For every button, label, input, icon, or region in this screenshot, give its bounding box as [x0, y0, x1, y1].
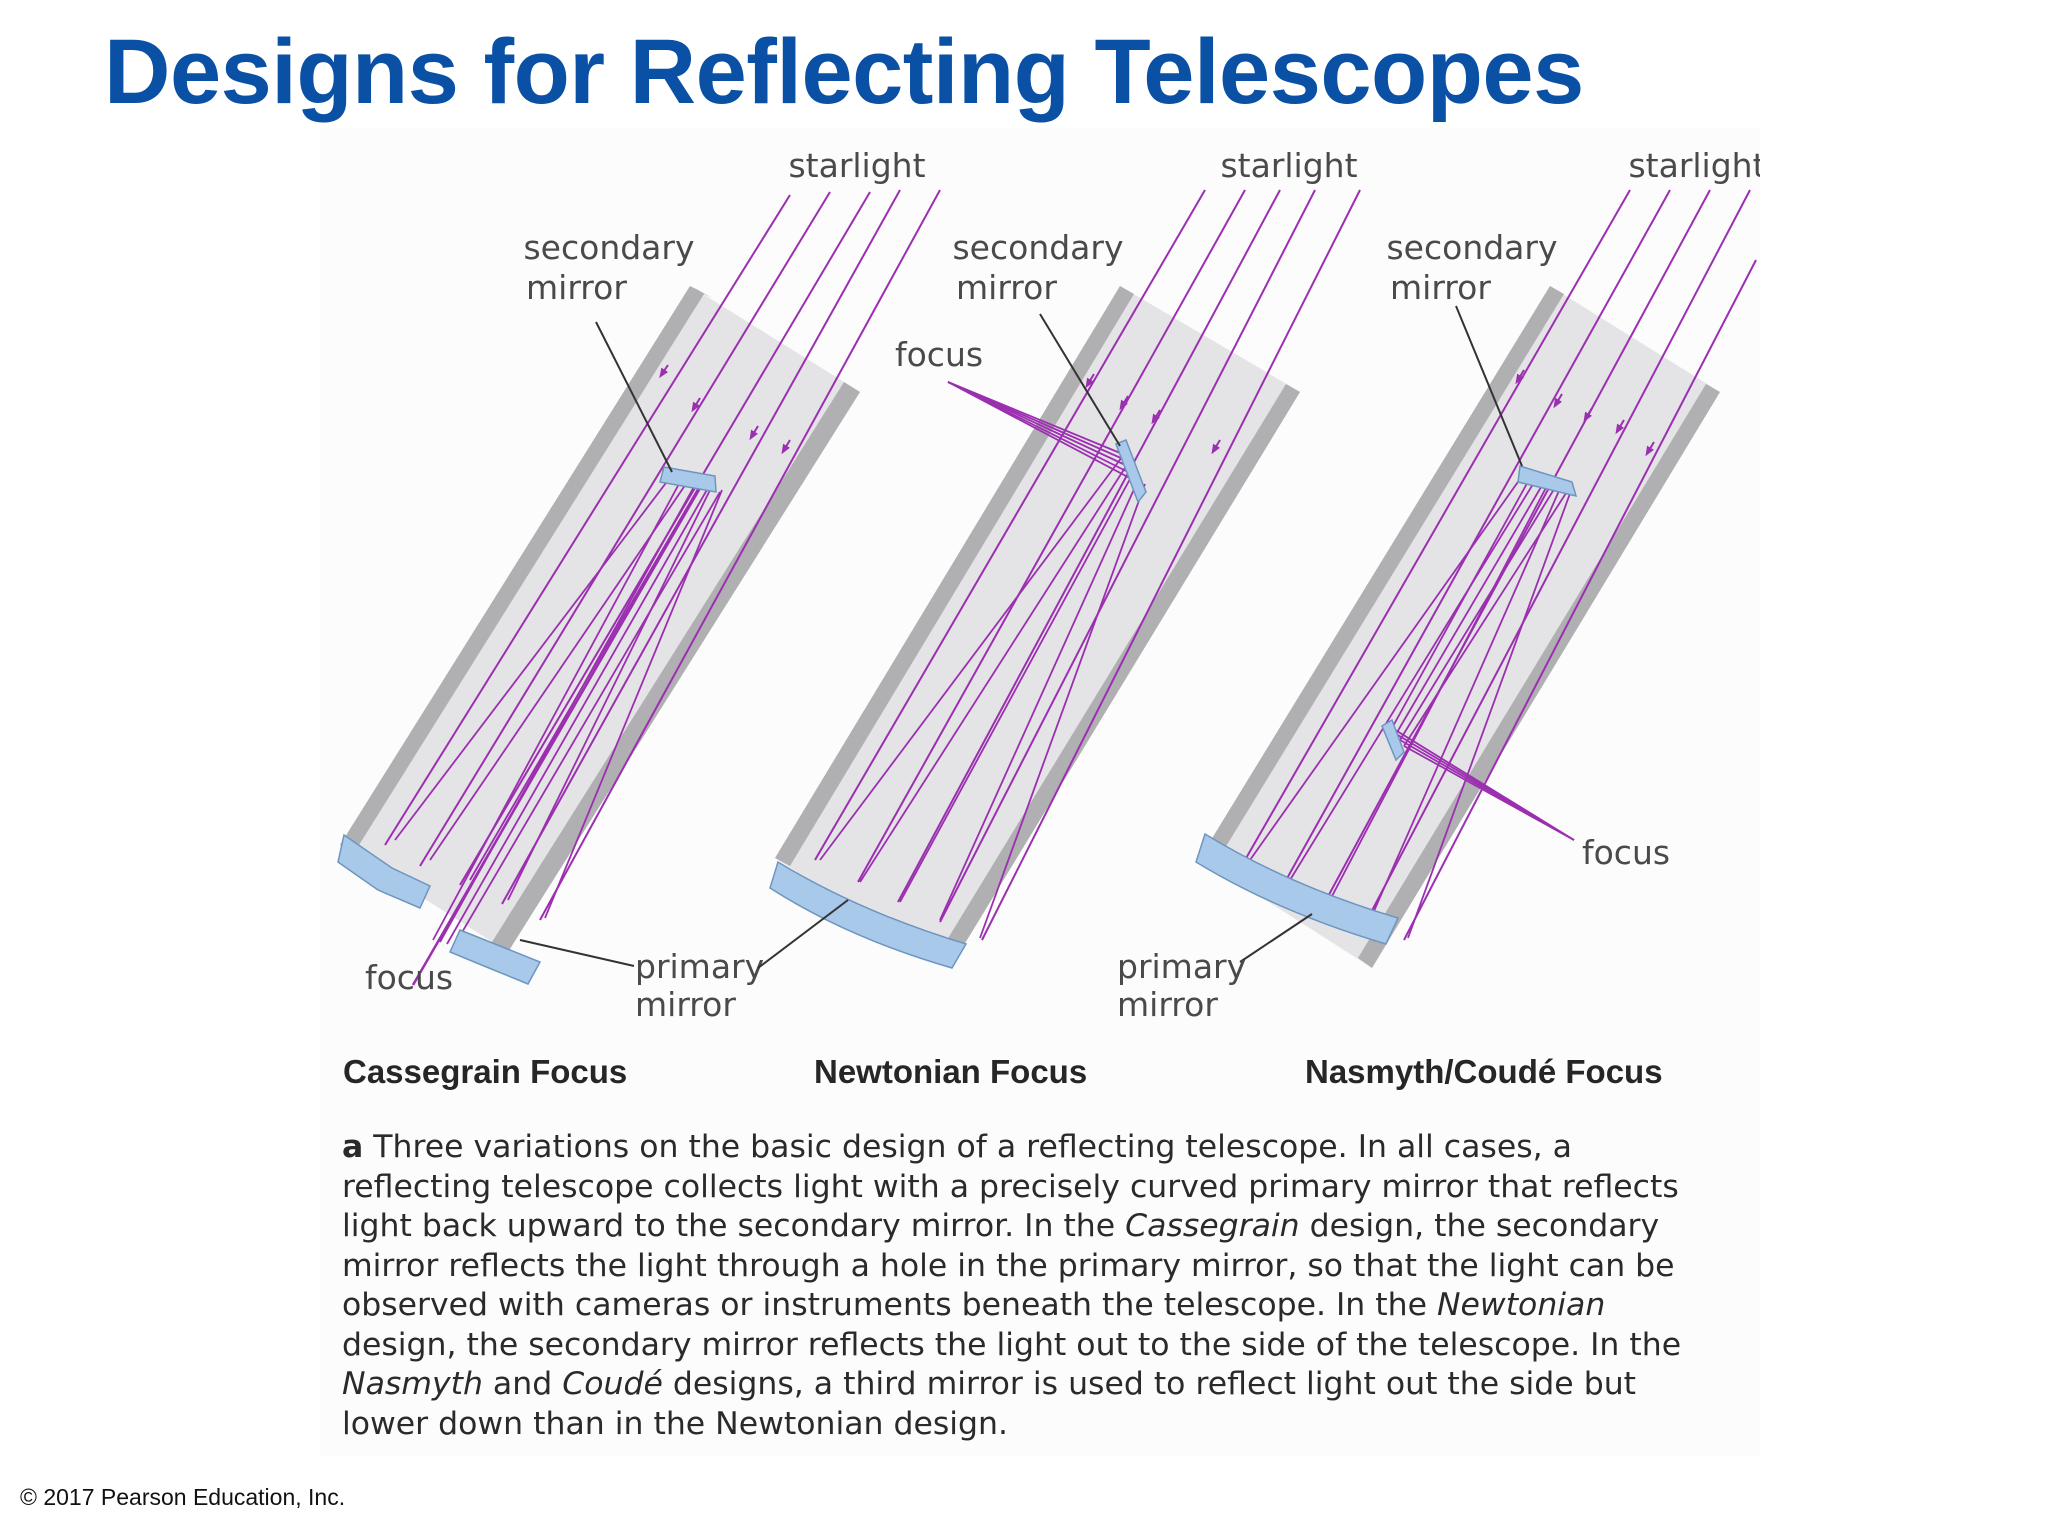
heading-cassegrain: Cassegrain Focus: [343, 1053, 627, 1090]
starlight-arrows-nasmyth-coude: [1515, 369, 1655, 457]
label-focus-nasmyth-coude: focus: [1582, 833, 1670, 872]
caption-term-cassegrain: Cassegrain: [1125, 1208, 1300, 1244]
telescope-diagram: starlight secondary mirror focus primary…: [337, 146, 1760, 1090]
secondary-mirror-newtonian: [1115, 439, 1147, 504]
light-ray: [1284, 189, 1671, 883]
figure-caption: a Three variations on the basic design o…: [342, 1128, 1722, 1444]
label-primary-mirror-nasmyth-coude-line2: mirror: [1117, 985, 1218, 1024]
light-ray: [857, 189, 1246, 883]
label-primary-mirror-cassegrain-line2: mirror: [635, 985, 736, 1024]
label-secondary-mirror-nasmyth-coude-line1: secondary: [1386, 228, 1557, 267]
label-starlight-nasmyth-coude: starlight: [1628, 146, 1760, 185]
light-ray: [981, 189, 1361, 941]
leader-lines-cassegrain: [519, 321, 673, 967]
caption-text: and: [482, 1366, 563, 1402]
leader-lines-newtonian: [757, 313, 1121, 969]
heading-newtonian: Newtonian Focus: [814, 1053, 1087, 1090]
panel-nasmyth-coude: starlight secondary mirror focus primary…: [1117, 146, 1760, 1090]
label-focus-cassegrain: focus: [365, 958, 453, 997]
caption-letter: a: [342, 1129, 364, 1165]
light-ray: [897, 189, 1281, 903]
tertiary-mirror-nasmyth-coude: [1381, 718, 1405, 762]
label-secondary-mirror-cassegrain-line1: secondary: [523, 228, 694, 267]
label-primary-mirror-cassegrain-line1: primary: [635, 947, 764, 986]
caption-term-newtonian: Newtonian: [1436, 1287, 1606, 1323]
leader-lines-nasmyth-coude: [1239, 305, 1523, 963]
light-ray: [1324, 189, 1711, 903]
panel-cassegrain: starlight secondary mirror focus primary…: [337, 146, 941, 1090]
primary-mirror-nasmyth-coude: [1195, 832, 1400, 945]
panel-newtonian: starlight secondary mirror focus Newtoni…: [757, 146, 1361, 1090]
label-secondary-mirror-nasmyth-coude-line2: mirror: [1390, 268, 1491, 307]
secondary-mirror-nasmyth-coude: [1517, 465, 1578, 498]
label-focus-newtonian: focus: [895, 335, 983, 374]
primary-mirror-cassegrain: [337, 833, 542, 985]
caption-text: Three variations on the basic design of …: [342, 1129, 1679, 1244]
caption-text: designs, a third mirror is used to refle…: [342, 1366, 1637, 1442]
caption-term-nasmyth: Nasmyth: [342, 1366, 483, 1402]
label-starlight-newtonian: starlight: [1220, 146, 1357, 185]
slide-title: Designs for Reflecting Telescopes: [104, 21, 1584, 123]
light-ray: [539, 189, 941, 921]
light-ray: [384, 194, 791, 846]
caption-text: design, the secondary mirror reflects th…: [342, 1326, 1682, 1363]
light-ray: [939, 189, 1316, 923]
light-ray: [1403, 259, 1757, 941]
starlight-arrows-newtonian: [1085, 373, 1221, 455]
starlight-rays-cassegrain: [384, 189, 941, 921]
heading-nasmyth-coude: Nasmyth/Coudé Focus: [1305, 1053, 1663, 1090]
label-secondary-mirror-newtonian-line2: mirror: [956, 268, 1057, 307]
caption-text: design, the secondary mirror reflects th…: [342, 1208, 1675, 1323]
starlight-arrows-cassegrain: [659, 364, 791, 455]
primary-mirror-newtonian: [769, 860, 968, 969]
label-primary-mirror-nasmyth-coude-line1: primary: [1117, 947, 1246, 986]
label-starlight-cassegrain: starlight: [788, 146, 925, 185]
starlight-rays-newtonian: [814, 189, 1361, 941]
light-ray: [1365, 189, 1751, 923]
label-secondary-mirror-cassegrain-line2: mirror: [526, 268, 627, 307]
tube-nasmyth-coude: [1200, 286, 1720, 968]
reflected-rays-cassegrain: [394, 474, 723, 986]
light-ray: [419, 191, 831, 867]
light-ray: [814, 189, 1206, 861]
copyright-notice: © 2017 Pearson Education, Inc.: [20, 1484, 346, 1510]
reflected-rays-nasmyth-coude: [1249, 471, 1575, 939]
starlight-rays-nasmyth-coude: [1244, 189, 1757, 941]
light-ray: [1244, 189, 1631, 861]
label-secondary-mirror-newtonian-line1: secondary: [952, 228, 1123, 267]
reflected-rays-newtonian: [819, 381, 1146, 939]
light-ray: [501, 189, 901, 905]
caption-term-coude: Coudé: [562, 1366, 663, 1402]
secondary-mirror-cassegrain: [659, 466, 717, 493]
telescope-figure: starlight secondary mirror focus primary…: [320, 128, 1760, 1456]
